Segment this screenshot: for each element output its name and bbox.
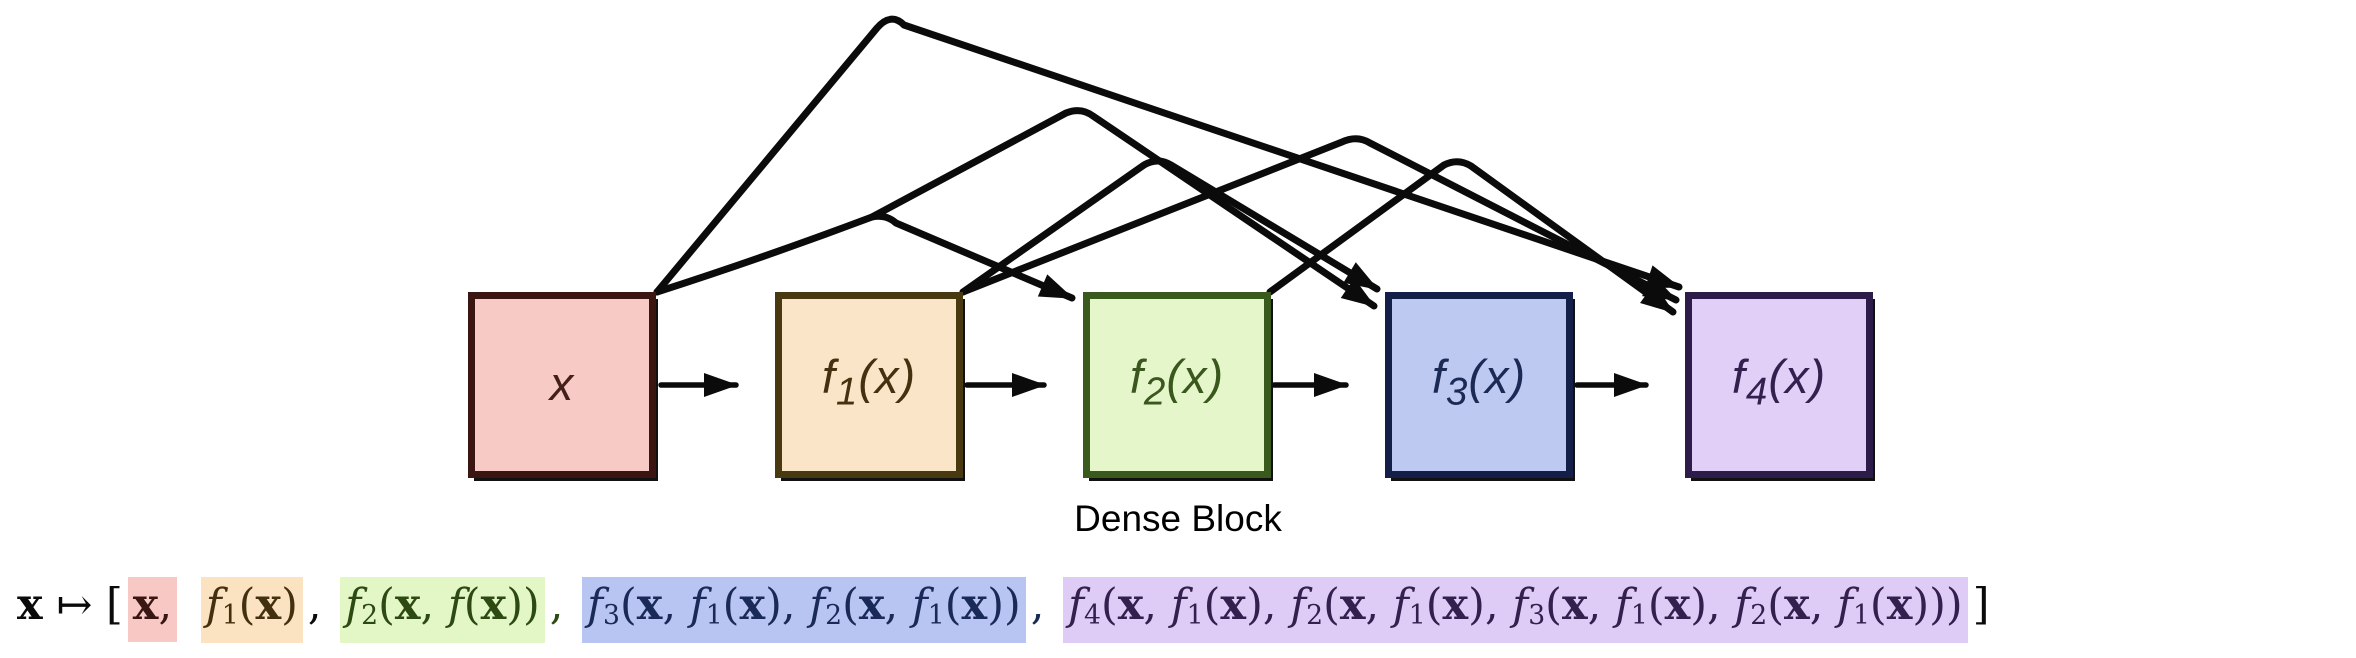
block-label: f1(x) [821, 350, 917, 414]
math-x: x [132, 580, 159, 630]
math-f: f [205, 580, 222, 630]
formula-segment: f1(x) [200, 577, 303, 644]
block-f2: f2(x) [1083, 292, 1271, 478]
subscript: 1 [221, 599, 239, 631]
subscript: 1 [1852, 599, 1870, 631]
skip-f1-to-f3 [959, 157, 1381, 296]
subscript: 2 [1143, 371, 1167, 414]
math-x: x [1339, 580, 1366, 630]
formula-separator [177, 577, 201, 642]
formula-segment: f2(x, f(x)) [340, 577, 545, 644]
math-f: f [1512, 580, 1529, 630]
math-f: f [1170, 580, 1187, 630]
skip-x-to-f4 [653, 15, 1683, 296]
formula-segment: x, [127, 577, 178, 643]
subscript: 1 [1408, 599, 1426, 631]
skip-x-to-f3 [653, 107, 1378, 310]
skip-f2-to-f4 [1266, 158, 1677, 316]
block-label: x [549, 356, 575, 410]
math-x: x [1784, 580, 1810, 630]
subscript: 2 [1750, 599, 1768, 631]
math-f: f [689, 580, 706, 630]
block-f4: f4(x) [1685, 292, 1873, 478]
formula-separator: , [549, 580, 564, 630]
formula-segment: f4(x, f1(x), f2(x, f1(x), f3(x, f1(x), f… [1063, 577, 1968, 644]
skip-x-to-f2 [868, 212, 1076, 302]
block-f3: f3(x) [1385, 292, 1573, 478]
math-x: x [1442, 580, 1469, 630]
math-x: x [739, 580, 766, 630]
subscript: 1 [705, 599, 723, 631]
math-x: x [636, 580, 663, 630]
math-f: f [1290, 580, 1307, 630]
math-f: f [1068, 580, 1085, 630]
math-x: x [480, 580, 507, 630]
math-f: f [447, 580, 464, 630]
math-x: x [1886, 580, 1913, 630]
math-f: f [345, 580, 362, 630]
math-f: f [1837, 580, 1853, 630]
formula-separator: x ↦ [ [17, 580, 123, 630]
formula-segment: f3(x, f1(x), f2(x, f1(x)) [582, 577, 1026, 644]
dense-block-caption: Dense Block [1074, 498, 1282, 539]
block-input-x: x [468, 292, 656, 478]
subscript: 4 [1084, 599, 1101, 631]
block-label: f2(x) [1129, 350, 1225, 414]
math-x: x [255, 580, 282, 630]
subscript: 2 [361, 599, 379, 631]
block-label: f4(x) [1731, 350, 1827, 414]
subscript: 1 [1630, 599, 1648, 631]
subscript: 3 [603, 599, 621, 631]
subscript: 2 [1306, 599, 1324, 631]
math-x: x [961, 580, 988, 630]
concatenation-formula: x ↦ [x, f1(x), f2(x, f(x)), f3(x, f1(x),… [12, 577, 1994, 644]
math-f: f [1392, 580, 1409, 630]
math-f: f [1614, 580, 1631, 630]
subscript: 4 [1745, 371, 1769, 414]
subscript: 2 [825, 599, 843, 631]
subscript: 1 [927, 599, 945, 631]
skip-f1-to-f4 [959, 135, 1680, 304]
math-x: x [1117, 580, 1144, 630]
subscript: 1 [1186, 599, 1204, 631]
subscript: 1 [835, 371, 859, 414]
math-x: x [1664, 580, 1691, 630]
block-label: f3(x) [1431, 350, 1527, 414]
math-f: f [1734, 580, 1751, 630]
math-x: x [394, 580, 421, 630]
math-f: f [587, 580, 604, 630]
math-x: x [1220, 580, 1247, 630]
formula-separator: , [1030, 580, 1045, 630]
block-f1: f1(x) [775, 292, 963, 478]
math-x: x [17, 580, 43, 630]
math-f: f [911, 580, 928, 630]
formula-separator: ] [1972, 580, 1990, 630]
formula-separator: , [307, 580, 322, 630]
subscript: 3 [1445, 371, 1469, 414]
math-f: f [809, 580, 826, 630]
connections-svg [653, 15, 1683, 397]
math-x: x [858, 580, 885, 630]
subscript: 3 [1528, 599, 1546, 631]
math-x: x [1561, 580, 1588, 630]
